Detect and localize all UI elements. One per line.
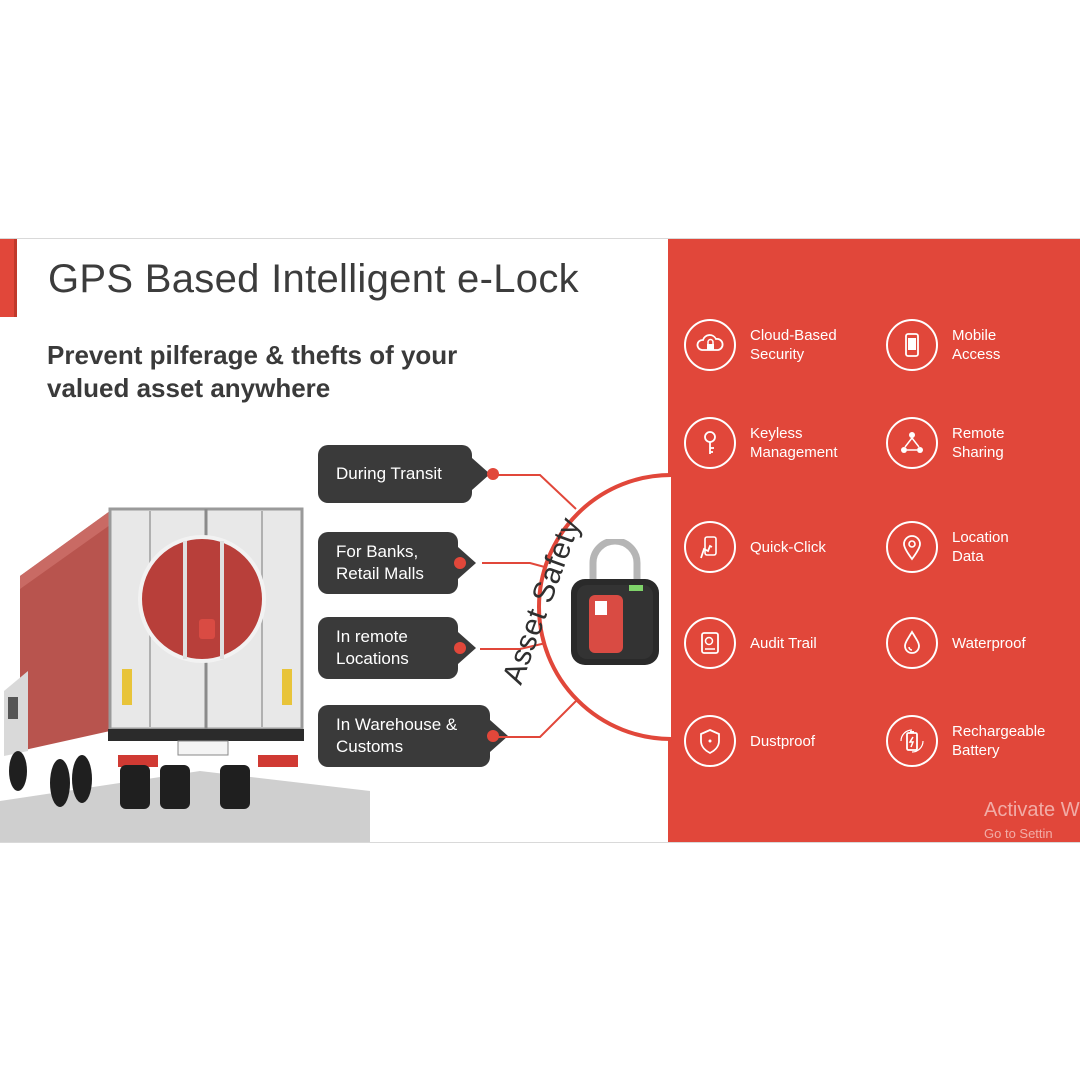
touch-icon — [684, 521, 736, 573]
feature-rechargeable-battery: Rechargeable Battery — [886, 715, 1062, 767]
usecase-tag-warehouse: In Warehouse & Customs — [318, 705, 490, 767]
feature-dustproof: Dustproof — [684, 715, 860, 767]
activation-watermark-sub: Go to Settin — [984, 826, 1053, 841]
share-network-icon — [886, 417, 938, 469]
feature-label: Cloud-Based Security — [750, 327, 837, 363]
feature-label: Mobile Access — [952, 327, 1001, 363]
feature-label: Quick-Click — [750, 538, 826, 556]
usecase-tag-transit: During Transit — [318, 445, 472, 503]
connector-dot — [487, 730, 499, 742]
features-panel — [668, 239, 1080, 842]
padlock-image — [571, 539, 659, 665]
feature-mobile-access: Mobile Access — [886, 319, 1062, 371]
feature-audit-trail: Audit Trail — [684, 617, 860, 669]
water-drop-icon — [886, 617, 938, 669]
feature-label: Audit Trail — [750, 634, 817, 652]
feature-label: Keyless Management — [750, 425, 838, 461]
connector-dot — [454, 557, 466, 569]
cloud-lock-icon — [684, 319, 736, 371]
truck-image — [0, 507, 370, 842]
feature-keyless: Keyless Management — [684, 417, 860, 469]
slide-title: GPS Based Intelligent e-Lock — [48, 257, 579, 301]
feature-cloud-security: Cloud-Based Security — [684, 319, 860, 371]
feature-waterproof: Waterproof — [886, 617, 1062, 669]
slide: GPS Based Intelligent e-Lock Prevent pil… — [0, 238, 1080, 843]
activation-watermark: Activate W — [984, 799, 1080, 821]
feature-label: Rechargeable Battery — [952, 723, 1046, 759]
key-icon — [684, 417, 736, 469]
shield-icon — [684, 715, 736, 767]
feature-location-data: Location Data — [886, 521, 1062, 573]
battery-icon — [886, 715, 938, 767]
connector-dot — [487, 468, 499, 480]
feature-label: Waterproof — [952, 634, 1026, 652]
slide-subtitle: Prevent pilferage & thefts of your value… — [47, 340, 458, 403]
accent-bar — [0, 239, 14, 317]
usecase-tag-remote: In remote Locations — [318, 617, 458, 679]
feature-quick-click: Quick-Click — [684, 521, 860, 573]
accent-line — [14, 239, 17, 317]
feature-label: Dustproof — [750, 732, 816, 750]
connector-dot — [454, 642, 466, 654]
location-pin-icon — [886, 521, 938, 573]
mobile-icon — [886, 319, 938, 371]
feature-remote-sharing: Remote Sharing — [886, 417, 1062, 469]
audit-icon — [684, 617, 736, 669]
feature-label: Remote Sharing — [952, 425, 1005, 461]
feature-label: Location Data — [952, 529, 1009, 565]
usecase-tag-banks: For Banks, Retail Malls — [318, 532, 458, 594]
